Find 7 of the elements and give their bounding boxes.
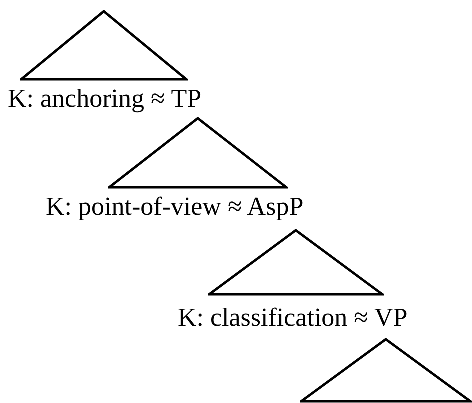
triangle-shape: [208, 229, 384, 296]
label-text: K: anchoring ≈ TP: [8, 84, 202, 114]
triangle-shape: [300, 338, 472, 403]
triangle-shape: [108, 117, 288, 189]
label-text: K: point-of-view ≈ AspP: [46, 192, 304, 222]
label-text: K: classification ≈ VP: [178, 303, 408, 333]
triangle-shape: [20, 10, 188, 81]
